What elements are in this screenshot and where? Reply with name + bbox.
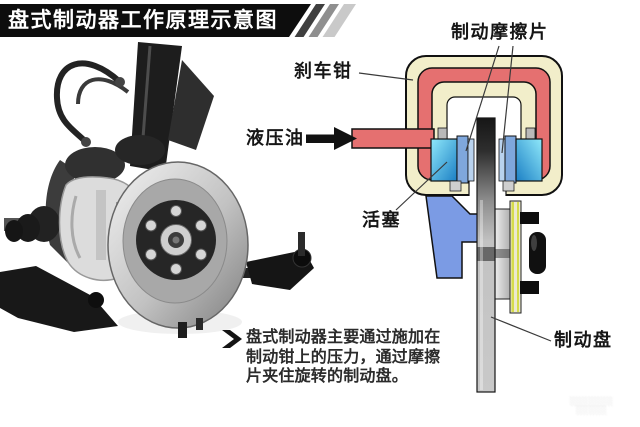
tie-rod-end: [238, 232, 314, 290]
label-brake-disc: 制动盘: [554, 330, 613, 351]
description-line: 制动钳上的压力，通过摩擦: [246, 346, 441, 366]
page-title: 盘式制动器工作原理示意图: [8, 8, 278, 32]
hydraulic-pipe: [351, 128, 435, 149]
description-line: 片夹住旋转的制动盘。: [246, 366, 409, 385]
piston-left: [430, 127, 475, 192]
schematic-disc-brake: [306, 45, 563, 393]
photo-brake-assembly: [0, 42, 314, 338]
label-caliper: 刹车钳: [294, 61, 353, 82]
watermark-line: ░░░░░░░: [570, 397, 614, 406]
friction-pad-right: [504, 135, 517, 184]
description-line: 盘式制动器主要通过施加在: [246, 327, 441, 346]
rotor-bottom-studs: [178, 318, 203, 338]
title-bar: 盘式制动器工作原理示意图: [0, 4, 311, 37]
lug-bolts: [145, 205, 207, 275]
hub-plate: [509, 200, 522, 314]
hub-assembly: [494, 200, 546, 314]
friction-pad-left: [456, 135, 469, 184]
brake-hose: [53, 60, 130, 147]
cv-axle-boot: [4, 206, 60, 242]
bearing-cap: [529, 232, 546, 274]
label-friction-pads: 制动摩擦片: [451, 22, 549, 43]
label-hydraulic-fluid: 液压油: [246, 128, 305, 149]
description-block: 盘式制动器主要通过施加在 制动钳上的压力，通过摩擦 片夹住旋转的制动盘。: [246, 327, 446, 386]
label-piston: 活塞: [362, 210, 401, 231]
piston-right: [498, 127, 543, 192]
wheel-stud: [520, 281, 539, 294]
lower-control-arm: [0, 266, 118, 332]
leader-lines: [358, 45, 552, 342]
brake-disc: [476, 117, 496, 393]
bullet-chevron-icon: [222, 330, 242, 348]
watermark-line: ░░░░░: [576, 406, 607, 415]
caliper-bracket: [425, 195, 485, 279]
watermark: ░░░░░░░ ░░░░░: [570, 397, 613, 415]
photo-brake-rotor: [107, 161, 249, 329]
fluid-flow-arrow-icon: [306, 127, 357, 150]
wheel-stud: [520, 212, 539, 224]
